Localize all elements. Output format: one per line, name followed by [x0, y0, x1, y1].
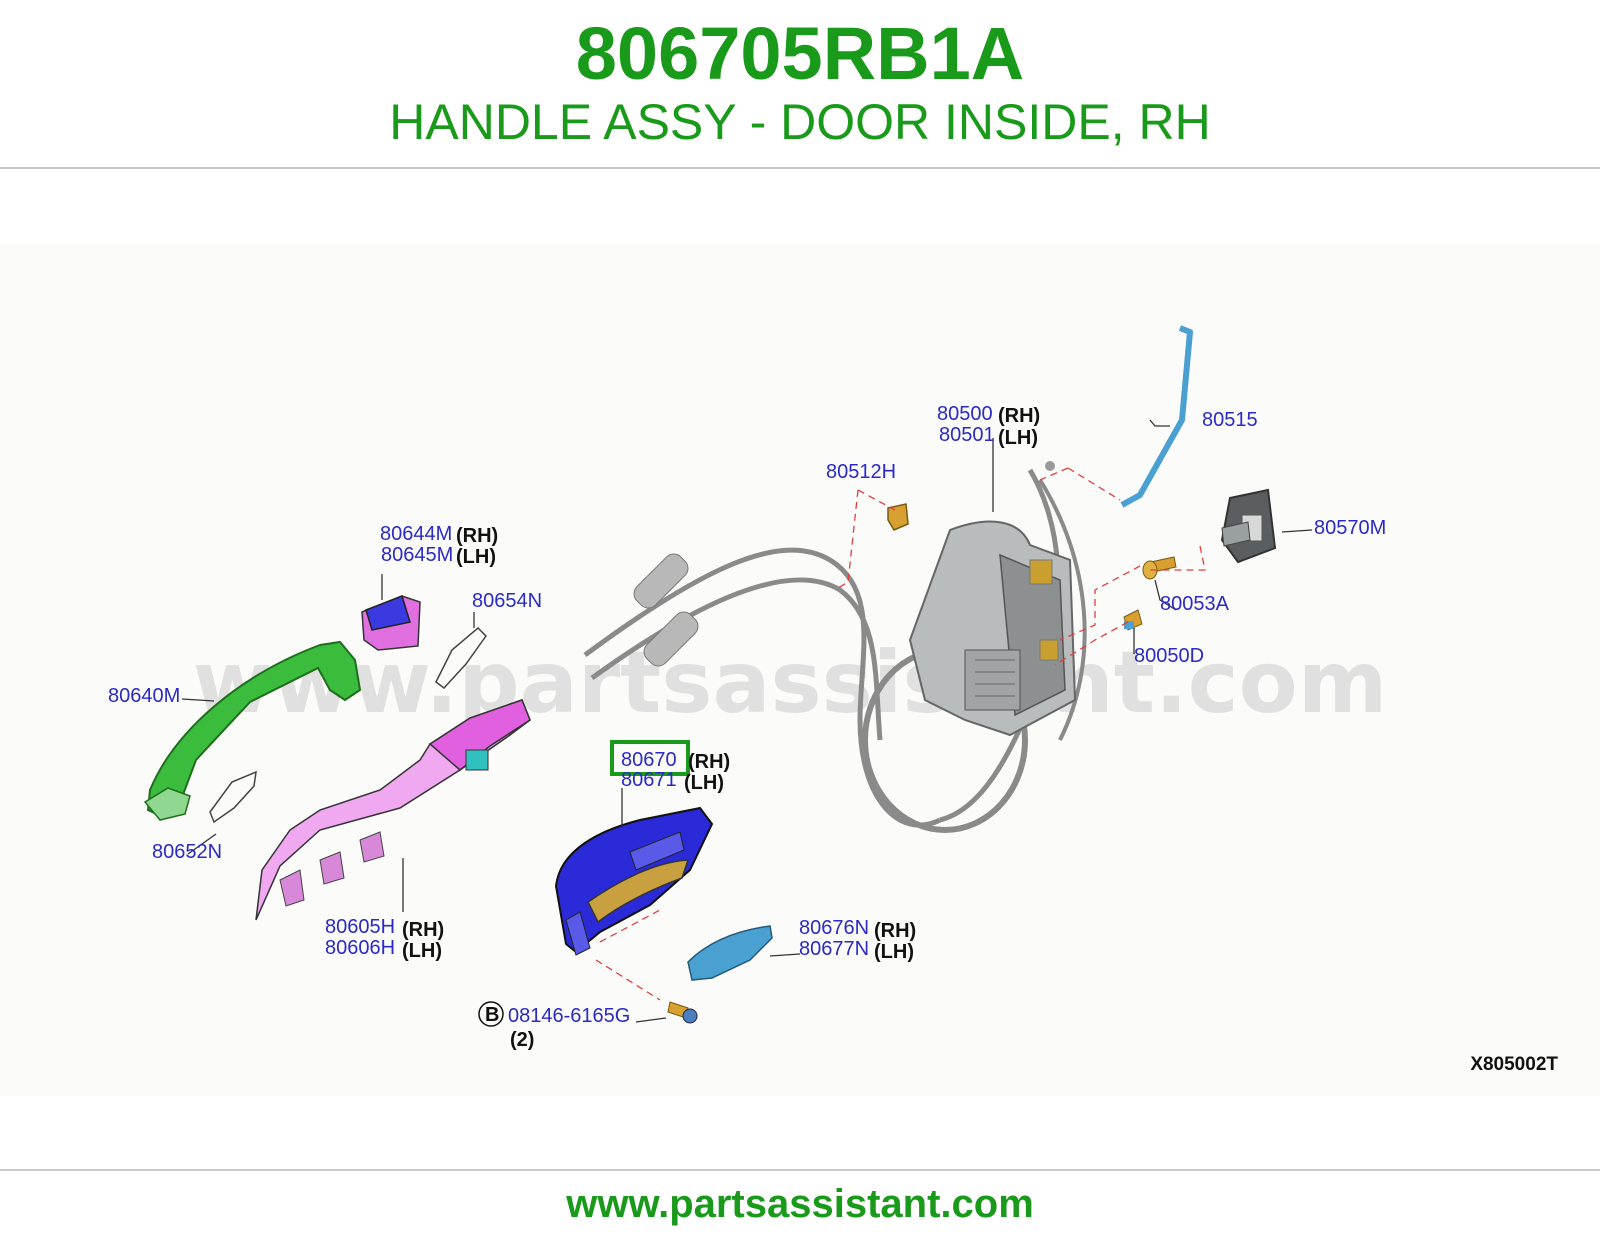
callout-80606h-side: (LH) [402, 940, 442, 962]
callout-80501-side: (LH) [998, 427, 1038, 449]
callout-80515-number[interactable]: 80515 [1202, 409, 1258, 431]
leader-lines [181, 419, 1313, 1023]
callout-80644m-number[interactable]: 80644M [380, 523, 452, 545]
footer-divider [0, 1169, 1600, 1171]
callout-80640m-number[interactable]: 80640M [108, 685, 180, 707]
callout-80670-side: (RH) [688, 751, 730, 773]
header-divider [0, 167, 1600, 169]
callout-80515[interactable]: 80515 [1202, 409, 1258, 431]
gasket-80652n [209, 770, 257, 824]
callout-80570m-number[interactable]: 80570M [1314, 517, 1386, 539]
part-number: 806705RB1A [575, 12, 1025, 95]
handle-cover-80644m [361, 595, 421, 651]
screw-80050d [1123, 609, 1143, 631]
callout-80654n[interactable]: 80654N [472, 590, 542, 612]
callout-80501-number[interactable]: 80501 [939, 424, 995, 446]
callout-80500-side: (RH) [998, 405, 1040, 427]
callout-80500-number[interactable]: 80500 [937, 403, 993, 425]
callout-80677n-number[interactable]: 80677N [799, 938, 869, 960]
handle-frame-80605h [255, 699, 531, 921]
callout-08146-6165g-number[interactable]: 08146-6165G [508, 1005, 630, 1027]
footer-url[interactable]: www.partsassistant.com [566, 1182, 1034, 1226]
callout-80053a-number[interactable]: 80053A [1160, 593, 1230, 615]
bolt-marker-circle [478, 1001, 504, 1027]
callout-80676n[interactable]: 80676N (RH) 80677N (LH) [799, 917, 916, 963]
callout-80676n-number[interactable]: 80676N [799, 917, 869, 939]
callout-80644m-side: (RH) [456, 525, 498, 547]
part-description: HANDLE ASSY - DOOR INSIDE, RH [389, 94, 1211, 150]
bolt-08146-6165g [667, 1001, 698, 1024]
callout-80605h[interactable]: 80605H (RH) 80606H (LH) [325, 916, 444, 962]
door-cables [583, 461, 1087, 833]
bolt-quantity: (2) [510, 1029, 534, 1051]
callout-80570m[interactable]: 80570M [1314, 517, 1386, 539]
callout-80671-side: (LH) [684, 772, 724, 794]
callout-80050d[interactable]: 80050D [1134, 645, 1204, 667]
callout-80671-number[interactable]: 80671 [621, 769, 677, 791]
callout-80652n-number[interactable]: 80652N [152, 841, 222, 863]
bolt-marker-letter: B [485, 1004, 499, 1026]
drawing-code: X805002T [1470, 1054, 1558, 1075]
callout-80652n[interactable]: 80652N [152, 841, 222, 863]
clip-80512h [887, 503, 909, 531]
lock-rod [1120, 325, 1193, 508]
door-striker [1220, 488, 1277, 564]
header: 806705RB1A HANDLE ASSY - DOOR INSIDE, RH [0, 0, 1600, 168]
inside-handle-80670 [554, 806, 714, 956]
callout-80500[interactable]: 80500 (RH) 80501 (LH) [937, 403, 1040, 449]
selected-part-highlight [610, 740, 690, 776]
callout-80512h-number[interactable]: 80512H [826, 461, 896, 483]
callout-80645m-number[interactable]: 80645M [381, 544, 453, 566]
gasket-80654n [435, 626, 487, 690]
callout-80677n-side: (LH) [874, 941, 914, 963]
screw-80053a [1142, 556, 1177, 580]
callout-80654n-number[interactable]: 80654N [472, 590, 542, 612]
bezel-80676n [687, 925, 773, 981]
watermark: www.partsassistant.com [193, 633, 1388, 733]
callout-80050d-number[interactable]: 80050D [1134, 645, 1204, 667]
callout-80606h-number[interactable]: 80606H [325, 937, 395, 959]
callout-80605h-number[interactable]: 80605H [325, 916, 395, 938]
callout-80644m[interactable]: 80644M (RH) 80645M (LH) [380, 523, 498, 568]
outside-handle-80640m [143, 640, 362, 821]
callout-80645m-side: (LH) [456, 546, 496, 568]
callout-80512h[interactable]: 80512H [826, 461, 896, 483]
callout-80676n-side: (RH) [874, 920, 916, 942]
callout-80053a[interactable]: 80053A [1160, 593, 1230, 615]
door-lock-actuator [908, 520, 1077, 737]
callout-80605h-side: (RH) [402, 919, 444, 941]
callout-80670-number[interactable]: 80670 [621, 749, 677, 771]
callout-80640m[interactable]: 80640M [108, 685, 180, 707]
callout-08146-6165g[interactable]: B 08146-6165G (2) [478, 1001, 630, 1051]
assembly-lines [595, 467, 1206, 1001]
callout-80670[interactable]: 80670 (RH) 80671 (LH) [610, 740, 730, 794]
